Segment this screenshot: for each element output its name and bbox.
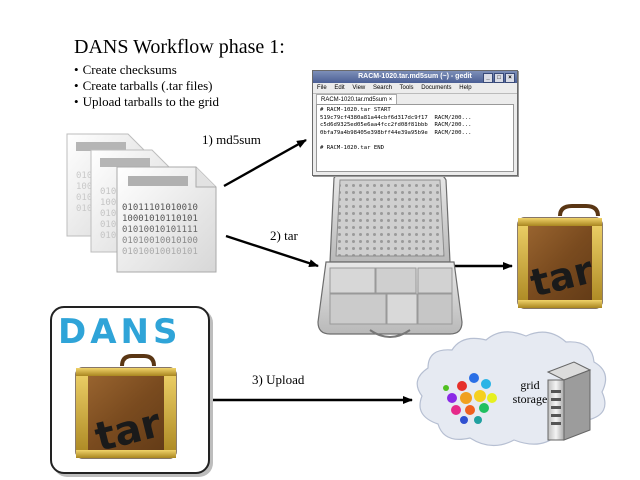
tab-close-icon[interactable]: × (388, 97, 393, 103)
menu-search[interactable]: Search (372, 85, 392, 91)
text-line: c5d6d9325ed05e6aa4fcc2fd08f81bbb RACM/20… (320, 122, 472, 129)
maximize-icon[interactable]: □ (494, 73, 504, 83)
bullet-item: Create tarballs (.tar files) (74, 78, 219, 94)
text-line: # RACM-1020.tar END (320, 144, 384, 151)
gedit-titlebar: RACM-1020.tar.md5sum (~) - gedit _ □ × (313, 71, 517, 83)
arrow-md5sum (223, 138, 307, 188)
bullet-item: Create checksums (74, 62, 219, 78)
menu-help[interactable]: Help (459, 85, 472, 91)
step-tar-label: 2) tar (270, 228, 298, 243)
arrow-tar (225, 234, 319, 268)
text-line (320, 137, 510, 145)
menu-documents[interactable]: Documents (421, 85, 452, 91)
gedit-tabbar: RACM-1020.tar.md5sum × (313, 94, 517, 105)
close-icon[interactable]: × (505, 73, 515, 83)
text-line: 0bfa79a4b98405e398bff44e39a95b9e RACM/20… (320, 129, 472, 136)
gedit-tab[interactable]: RACM-1020.tar.md5sum × (316, 94, 398, 105)
doc-mid-line: 100 (100, 198, 116, 208)
doc-back-line: 010 (76, 204, 92, 214)
menu-edit[interactable]: Edit (334, 85, 345, 91)
open-suitcase (317, 171, 463, 338)
doc-mid-line: 010 (100, 231, 116, 241)
doc-back-line: 010 (76, 193, 92, 203)
minimize-icon[interactable]: _ (483, 73, 493, 83)
bullet-list: Create checksums Create tarballs (.tar f… (74, 62, 219, 110)
grid-cloud (416, 331, 607, 447)
dans-logo: DANS (58, 312, 182, 352)
doc-line: 01011101010010 (122, 203, 198, 213)
page-title: DANS Workflow phase 1: (74, 36, 285, 58)
doc-back-line: 100 (76, 182, 92, 192)
doc-mid-line: 010 (100, 187, 116, 197)
gedit-window-title: RACM-1020.tar.md5sum (~) - gedit (358, 73, 472, 80)
storage-server-icon (546, 361, 592, 441)
doc-line: 01010010010100 (122, 236, 198, 246)
document-stack: 010 100 010 010 010 100 010 010 010 0101… (66, 133, 217, 273)
doc-line: 10001010110101 (122, 214, 198, 224)
grid-storage-label: grid storage (510, 378, 550, 406)
storage-label-line: storage (512, 392, 548, 406)
doc-line: 01010010101111 (122, 225, 198, 235)
menu-file[interactable]: File (317, 85, 327, 91)
step-md5sum-label: 1) md5sum (202, 132, 261, 147)
tar-suitcase: tar (517, 204, 603, 309)
dans-tar-suitcase: tar (75, 354, 177, 461)
gedit-window: RACM-1020.tar.md5sum (~) - gedit _ □ × F… (312, 70, 518, 176)
step-upload-label: 3) Upload (252, 372, 305, 387)
menu-tools[interactable]: Tools (399, 85, 414, 91)
doc-line: 01010010010101 (122, 247, 198, 257)
doc-mid-line: 010 (100, 220, 116, 230)
doc-back-line: 010 (76, 171, 92, 181)
gedit-menubar: File Edit View Search Tools Documents He… (313, 83, 517, 94)
doc-mid-line: 010 (100, 209, 116, 219)
bullet-item: Upload tarballs to the grid (74, 94, 219, 110)
gedit-tab-label: RACM-1020.tar.md5sum (321, 97, 388, 103)
text-line: # RACM-1020.tar START (320, 107, 391, 113)
grid-label-line: grid (520, 378, 540, 392)
menu-view[interactable]: View (352, 85, 366, 91)
grid-sphere-icon (443, 373, 497, 424)
text-line: 519c79cf4380a81a44cbf6d317dc9f17 RACM/20… (320, 114, 472, 121)
document-front: 01011101010010 10001010110101 0101001010… (116, 166, 217, 273)
